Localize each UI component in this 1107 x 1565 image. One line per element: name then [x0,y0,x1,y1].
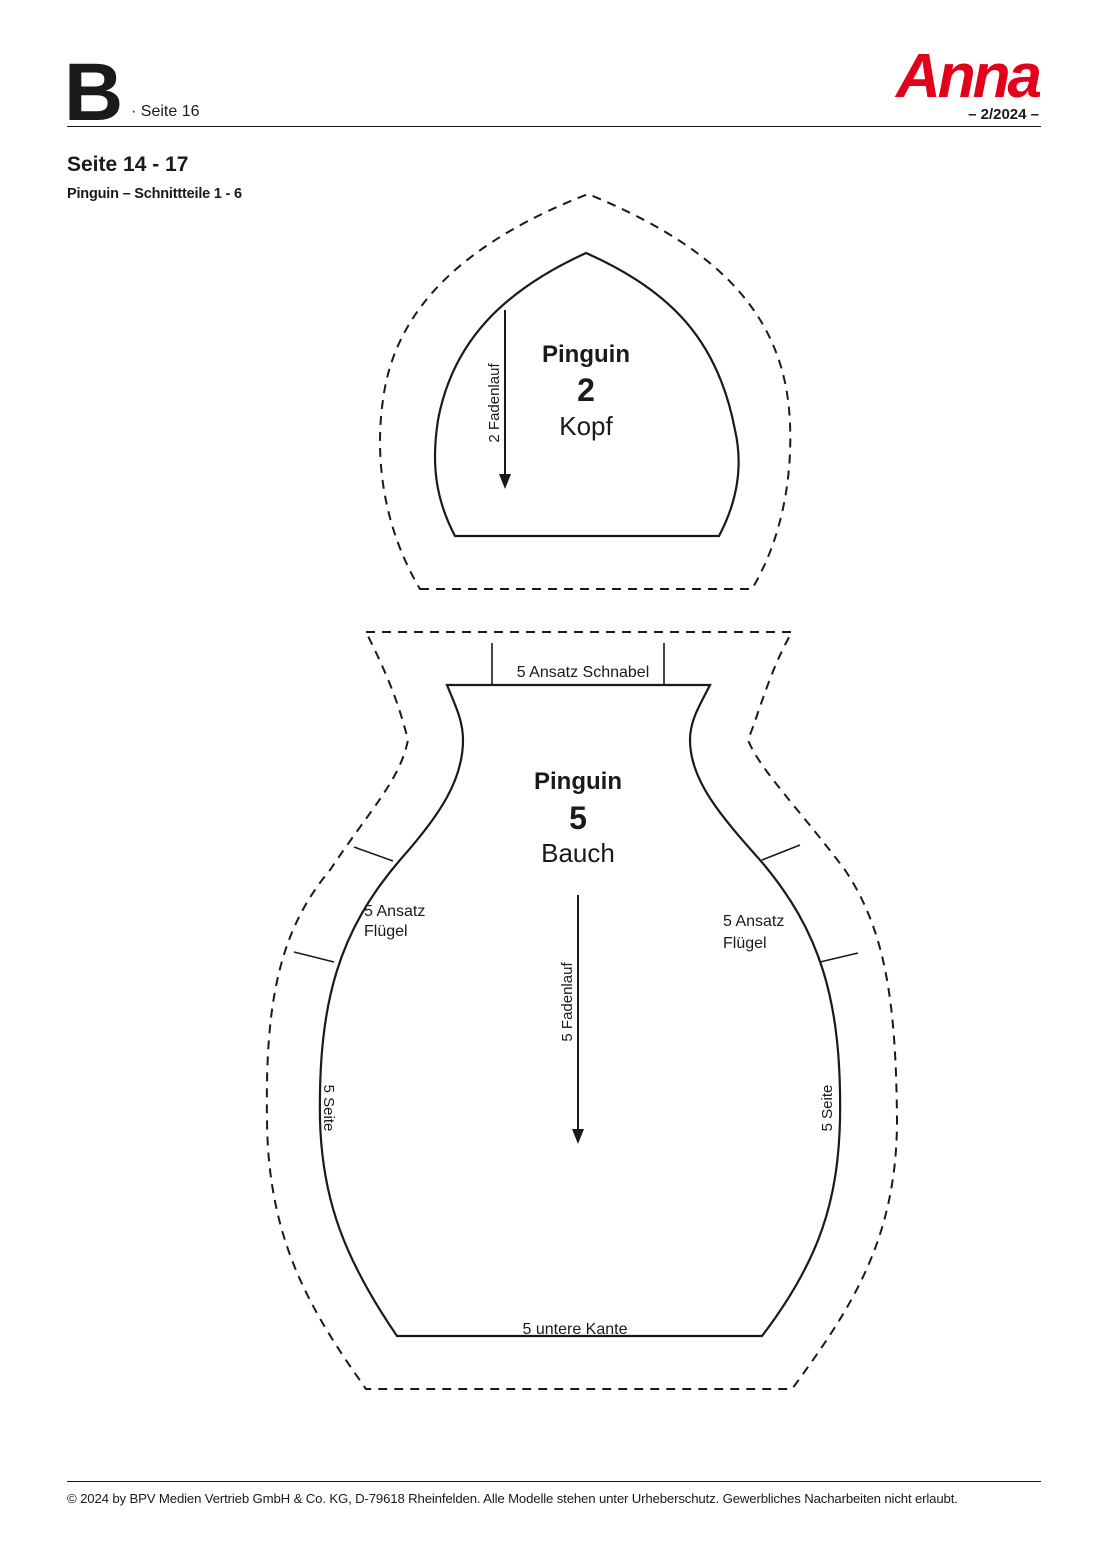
wing-attachment-right-label-1: 5 Ansatz [723,913,784,930]
belly-piece-number: 5 [569,800,587,836]
belly-cut-line [318,683,842,1338]
document-title: Seite 14 - 17 [67,153,189,176]
head-seam-allowance [379,192,792,590]
brand-logo: Anna [896,42,1042,111]
head-piece-part: Kopf [559,411,613,441]
wing-attachment-right-label-2: Flügel [723,935,767,952]
wing-notch-right-upper [761,844,801,861]
wing-attachment-left-label-2: Flügel [364,923,408,940]
wing-notch-left-lower [293,951,335,963]
belly-piece-part: Bauch [541,838,615,868]
head-piece-number: 2 [577,372,595,408]
head-grain-arrowhead [499,474,511,489]
page-reference: · Seite 16 [131,103,200,120]
belly-grain-arrowhead [572,1129,584,1144]
beak-attachment-label: 5 Ansatz Schnabel [517,664,650,681]
belly-grain-label: 5 Fadenlauf [559,962,576,1042]
head-piece-name: Pinguin [542,341,630,368]
footer-rule [67,1481,1041,1482]
copyright-notice: © 2024 by BPV Medien Vertrieb GmbH & Co.… [67,1491,958,1506]
header-rule [67,126,1041,127]
document-subtitle: Pinguin – Schnittteile 1 - 6 [67,186,242,202]
section-letter: B [64,47,123,138]
side-right-label: 5 Seite [819,1085,836,1132]
wing-notch-left-upper [353,846,394,862]
head-cut-line [433,251,740,538]
side-left-label: 5 Seite [320,1085,337,1132]
wing-notch-right-lower [819,952,859,963]
issue-number: – 2/2024 – [968,106,1039,123]
belly-piece-name: Pinguin [534,768,622,795]
pattern-piece-belly: 5 Fadenlauf Pinguin 5 Bauch 5 Ansatz Sch… [265,631,899,1390]
wing-attachment-left-label-1: 5 Ansatz [364,903,425,920]
head-grain-label: 2 Fadenlauf [486,363,503,443]
pattern-piece-head: 2 Fadenlauf Pinguin 2 Kopf [379,192,792,590]
bottom-edge-label: 5 untere Kante [523,1321,628,1338]
